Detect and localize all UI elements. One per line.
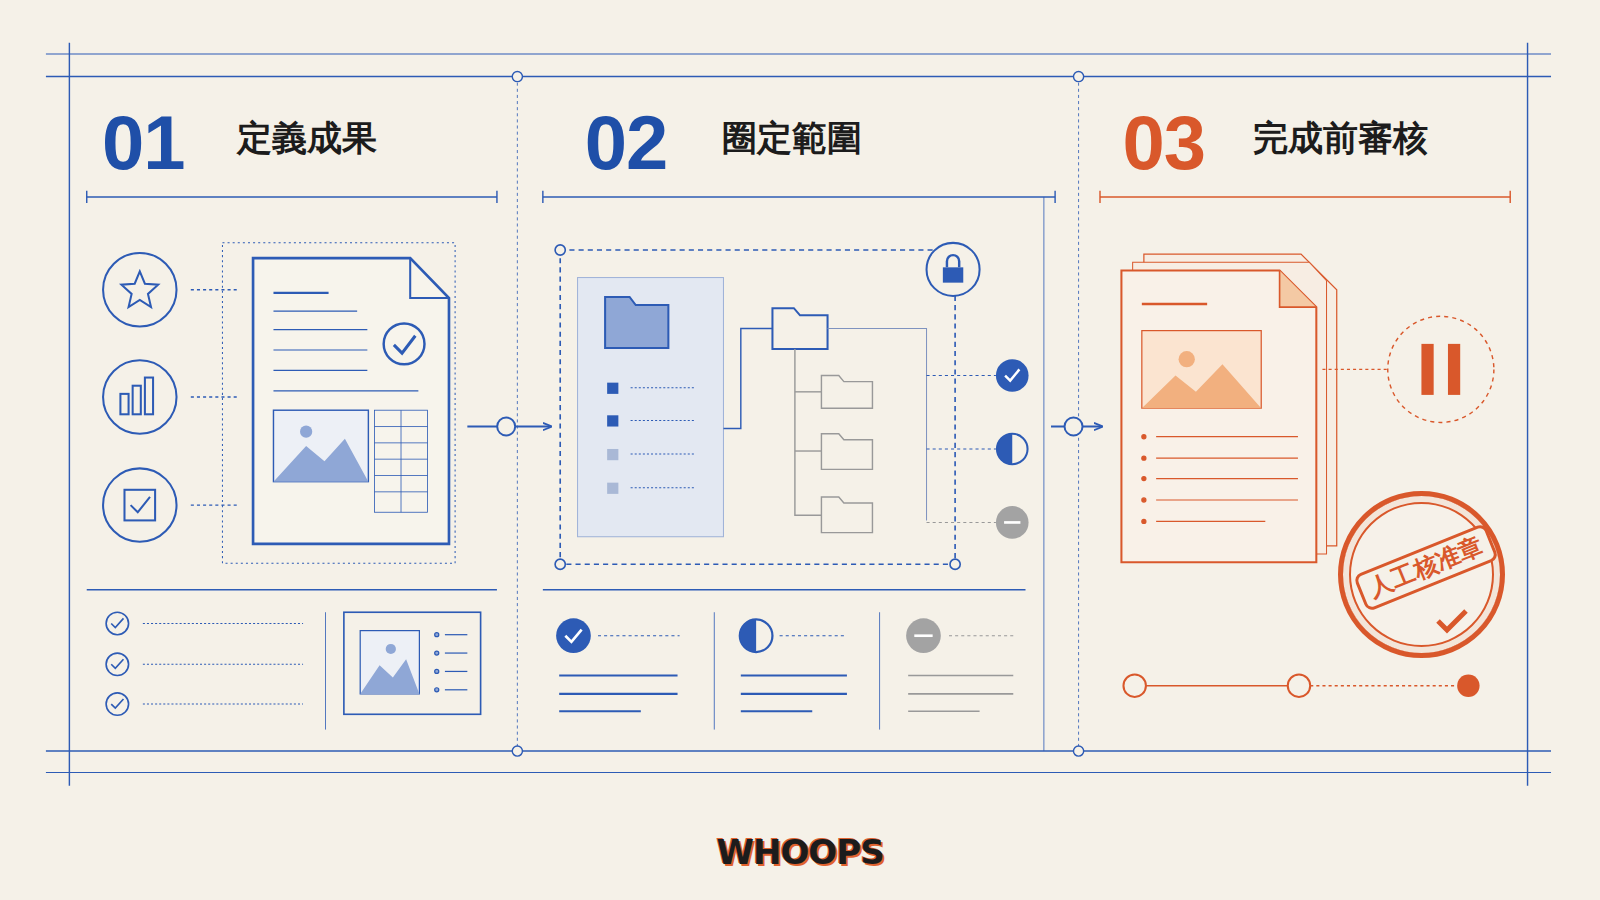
step-title: 圈定範圍 [722, 119, 862, 158]
stamp-text: 人工核准章 [1353, 523, 1499, 612]
step-panel: 03 完成前審核人工核准章 [1102, 97, 1515, 735]
step-number: 03 [1122, 105, 1205, 181]
step-number: 02 [585, 105, 668, 181]
flow-arrow [1051, 418, 1102, 436]
frame [46, 43, 1551, 786]
step-number: 01 [102, 105, 185, 181]
outcome-icons [103, 243, 481, 715]
flow-arrow [467, 418, 551, 436]
step-panel: 01 定義成果 [87, 97, 468, 735]
brand-mark: WHOOPS [717, 835, 884, 869]
stamp-check [1432, 607, 1472, 637]
step-title: 定義成果 [237, 119, 377, 158]
scope-illustration [555, 243, 1028, 711]
step-title: 完成前審核 [1253, 119, 1428, 158]
approval-stamp: 人工核准章 [1338, 491, 1505, 658]
step-panel: 02 圈定範圍 [551, 97, 1051, 735]
